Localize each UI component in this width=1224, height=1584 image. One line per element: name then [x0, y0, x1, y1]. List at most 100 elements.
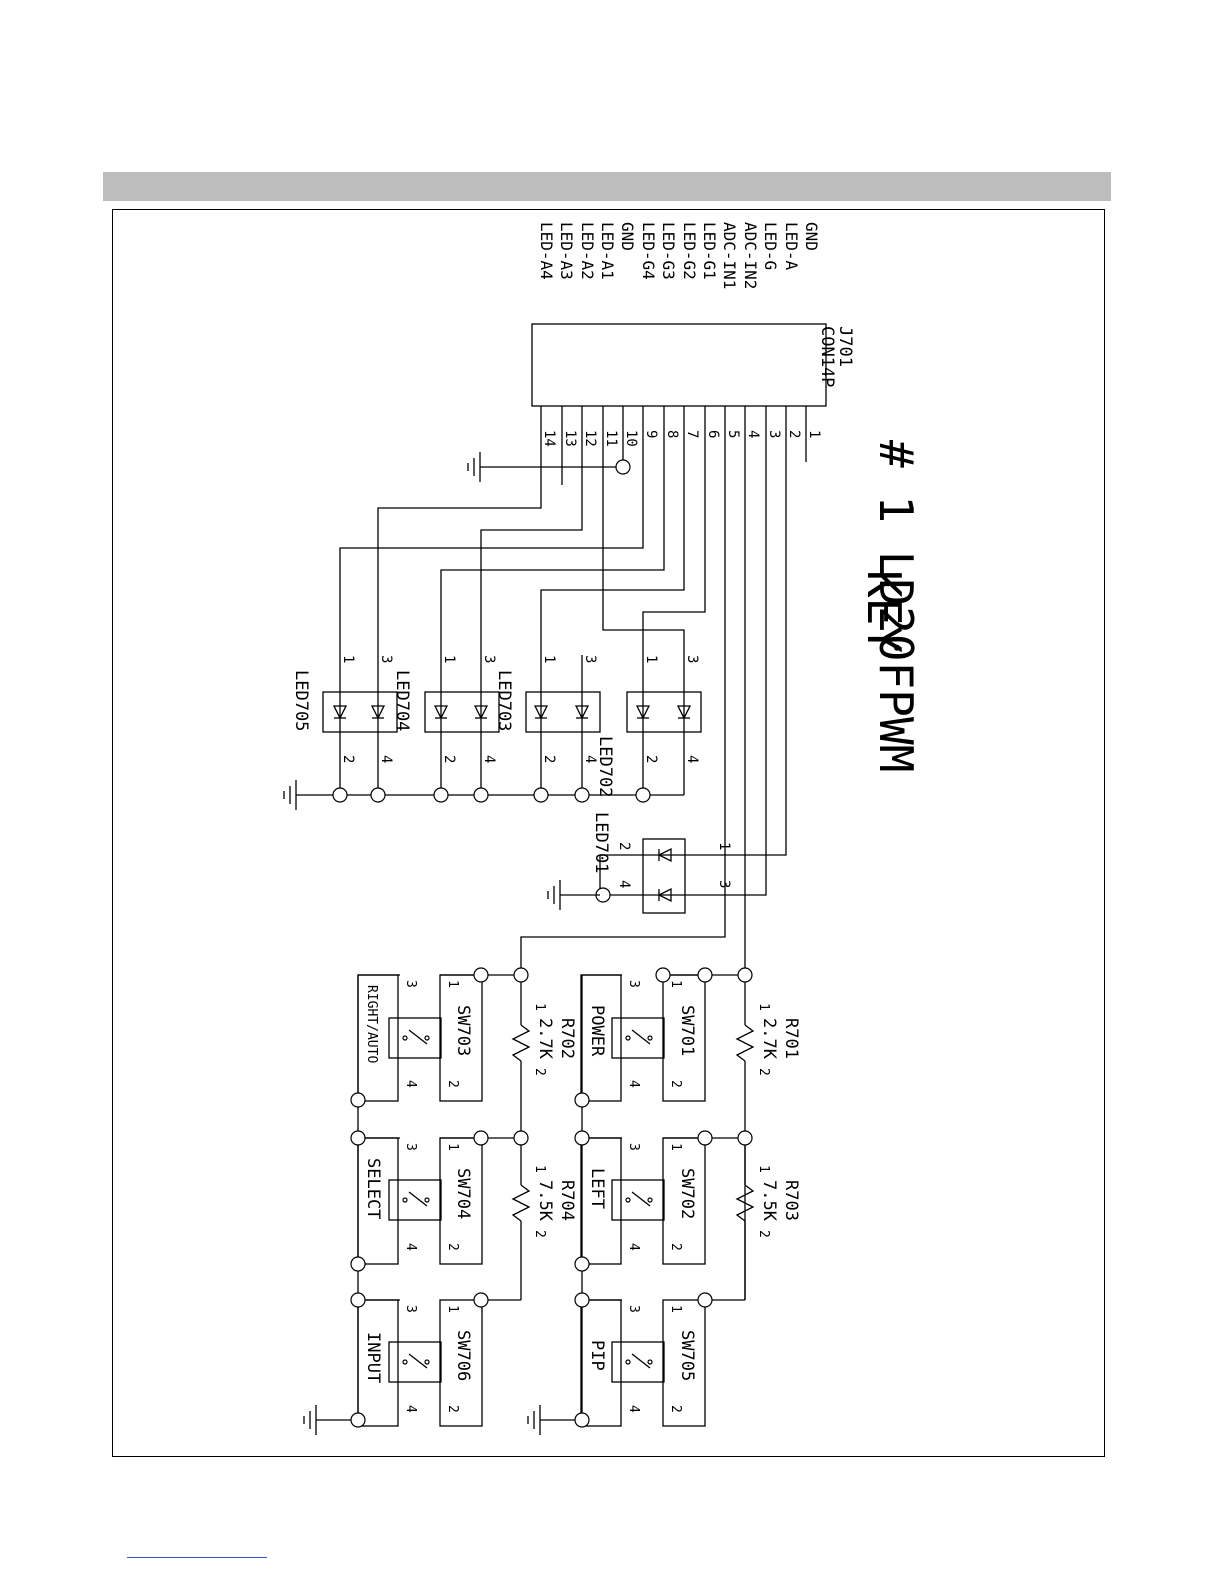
switch-ref: SW701: [677, 1005, 697, 1056]
svg-text:4: 4: [403, 1243, 418, 1251]
pin-number: 6: [705, 430, 721, 438]
svg-text:3: 3: [403, 1143, 418, 1151]
svg-text:3: 3: [403, 1305, 418, 1313]
schematic-subtitle: KEY: [857, 570, 911, 653]
switch-label: POWER: [587, 1005, 607, 1057]
led-pin-numbers: 3 1 4 2 3 1 4 2 3 1 4 2 3 1 4 2: [340, 655, 700, 763]
svg-text:4: 4: [626, 1405, 641, 1413]
connector-j701-body: [531, 323, 827, 407]
svg-text:2: 2: [756, 1230, 771, 1238]
signal-label: LED-A3: [557, 222, 576, 280]
svg-text:3: 3: [403, 980, 418, 988]
svg-text:1: 1: [668, 1143, 683, 1151]
sw704-body: [357, 1137, 483, 1265]
switch-ref: SW706: [453, 1330, 473, 1381]
pin-number: 1: [441, 655, 457, 663]
resistor-value: 2.7K: [759, 1018, 779, 1060]
svg-text:2: 2: [668, 1080, 683, 1088]
switch-label: INPUT: [363, 1332, 383, 1383]
pin-number: 3: [684, 655, 700, 663]
led702-package: [626, 655, 702, 795]
svg-text:2: 2: [445, 1405, 460, 1413]
led-label: LED701: [591, 812, 611, 873]
switch-label: LEFT: [587, 1168, 607, 1209]
switch-junctions: [350, 967, 753, 1428]
adc-in1-wire: [520, 462, 726, 975]
resistor-ref: R704: [557, 1180, 577, 1221]
svg-text:1: 1: [445, 980, 460, 988]
svg-text:2: 2: [445, 1080, 460, 1088]
pin-number: 3: [378, 655, 394, 663]
signal-label: ADC-IN2: [741, 222, 760, 289]
pin-number: 4: [684, 755, 700, 763]
svg-text:1: 1: [668, 1305, 683, 1313]
svg-text:1: 1: [445, 1305, 460, 1313]
svg-text:1: 1: [445, 1143, 460, 1151]
signal-label: LED-G: [761, 222, 780, 270]
pin-number: 4: [481, 755, 497, 763]
pin-number: 14: [541, 430, 557, 447]
signal-label: LED-A: [782, 222, 801, 271]
resistor-value: 7.5K: [535, 1180, 555, 1222]
svg-text:2: 2: [668, 1405, 683, 1413]
pin-number: 7: [684, 430, 700, 438]
ground-symbol-top: [467, 452, 481, 482]
svg-text:1: 1: [756, 1003, 771, 1011]
svg-text:4: 4: [403, 1405, 418, 1413]
resistor-value: 2.7K: [535, 1018, 555, 1060]
led703-body: [424, 655, 500, 795]
pin-number: 2: [541, 755, 557, 763]
svg-text:3: 3: [626, 1305, 641, 1313]
connector-pin-numbers: 1 2 3 4 5 6 7 8 9 10 11 12 13 14: [541, 430, 822, 447]
sw706-body: [357, 1299, 483, 1427]
signal-label: GND: [802, 222, 821, 251]
signal-label: LED-A1: [598, 222, 617, 280]
junction-dot: [615, 459, 631, 475]
footer-link-underline: [127, 1557, 267, 1558]
sw701-body: [580, 974, 706, 1102]
pin-number: 1: [806, 430, 822, 438]
pin-number: 4: [378, 755, 394, 763]
signal-label: LED-A4: [537, 222, 556, 280]
pin-number: 2: [441, 755, 457, 763]
svg-text:3: 3: [626, 980, 641, 988]
pin-number: 3: [481, 655, 497, 663]
switch-label: RIGHT/AUTO: [364, 985, 379, 1063]
svg-text:1: 1: [756, 1165, 771, 1173]
signal-label: LED-A2: [578, 222, 597, 280]
sw703-body: [357, 974, 483, 1102]
connector-ref: J701: [835, 326, 855, 367]
signal-label: LED-G4: [639, 222, 658, 280]
led-label: LED702: [595, 736, 615, 797]
resistor-ref: R702: [557, 1018, 577, 1059]
resistor-ref: R701: [781, 1018, 801, 1059]
signal-label: LED-G2: [680, 222, 699, 280]
ground-symbol-sw-a: [527, 1405, 541, 1435]
pin-number: 3: [582, 655, 598, 663]
led704-body: [322, 655, 398, 795]
svg-text:1: 1: [668, 980, 683, 988]
signal-label: LED-G1: [700, 222, 719, 280]
svg-text:2: 2: [668, 1243, 683, 1251]
resistor-value: 7.5K: [759, 1180, 779, 1222]
schematic-frame: [112, 209, 1105, 1457]
pin-number: 10: [623, 430, 639, 447]
pin-number: 3: [716, 880, 732, 888]
pin-number: 11: [603, 430, 619, 447]
pin-number: 9: [643, 430, 659, 438]
svg-text:1: 1: [532, 1165, 547, 1173]
switch-ref: SW702: [677, 1168, 697, 1219]
switch-ref: SW705: [677, 1330, 697, 1381]
svg-text:2: 2: [532, 1068, 547, 1076]
resistor-pin-numbers: 1 2 1 2 1 2 1 2: [532, 1003, 771, 1238]
sw702-body: [580, 1137, 706, 1265]
pin-number: 4: [616, 880, 632, 888]
sw705-body: [580, 1299, 706, 1427]
switch-ref: SW703: [453, 1005, 473, 1056]
switch-label: SELECT: [363, 1158, 383, 1219]
connector-type: CON14P: [817, 326, 837, 387]
pin-number: 3: [766, 430, 782, 438]
svg-text:4: 4: [626, 1080, 641, 1088]
pin-number: 2: [643, 755, 659, 763]
